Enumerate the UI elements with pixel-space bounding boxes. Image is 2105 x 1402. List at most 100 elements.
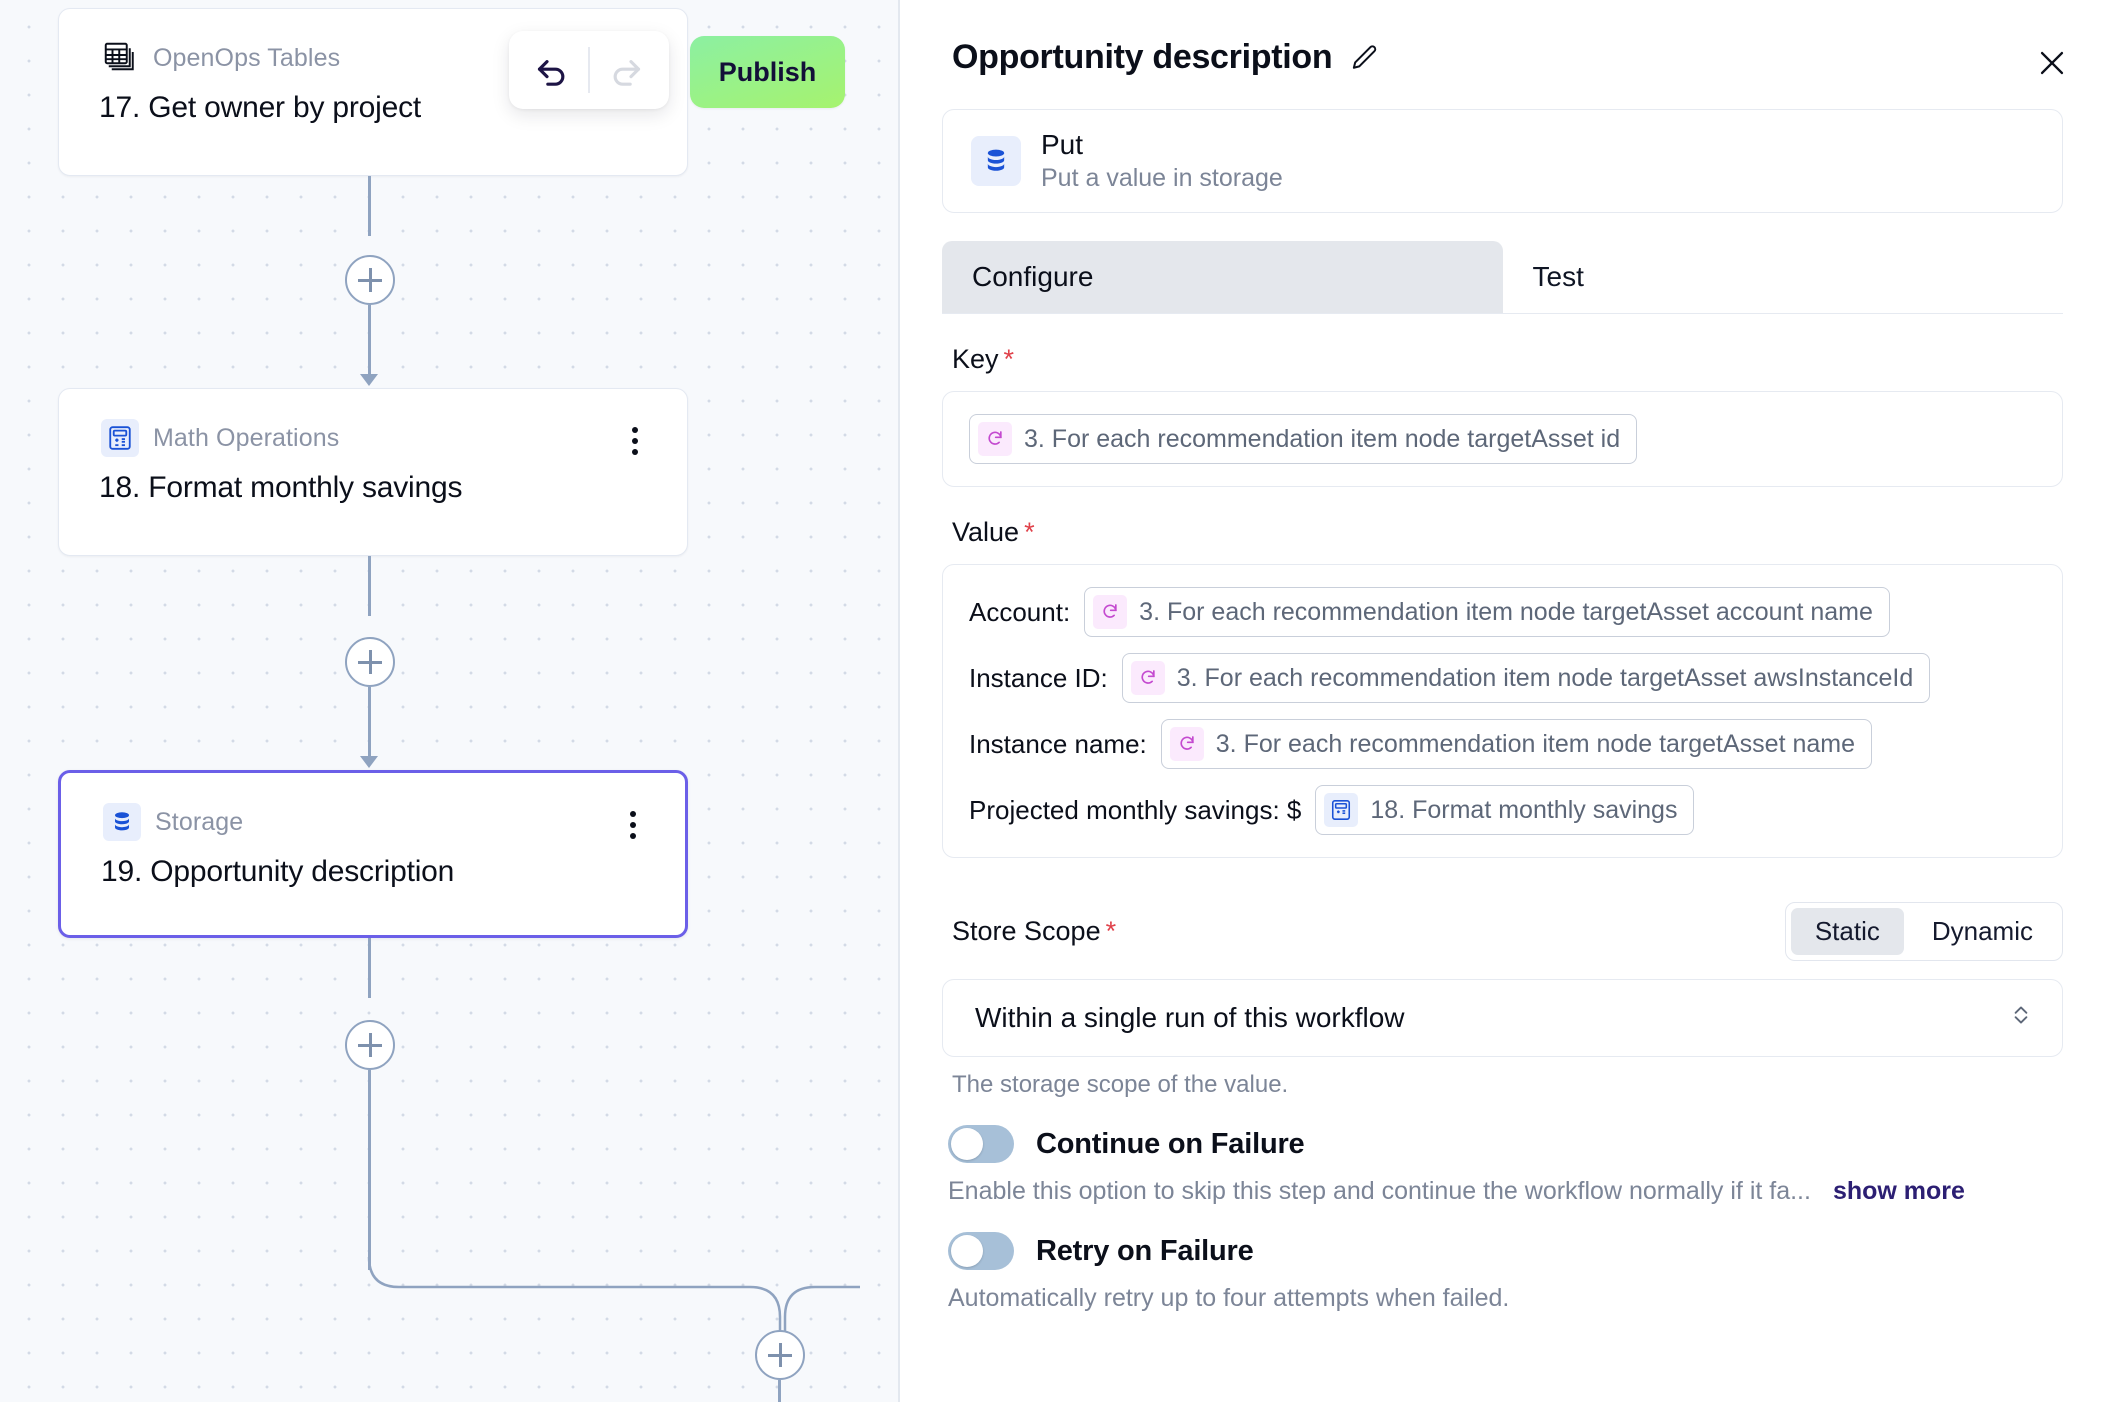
panel-tabs: Configure Test <box>942 241 2063 314</box>
scope-mode-segmented-control: Static Dynamic <box>1784 902 2063 961</box>
flow-node-title: 19. Opportunity description <box>101 855 455 888</box>
store-scope-label: Store Scope* <box>952 916 1116 947</box>
connector-line <box>368 1070 371 1270</box>
connector-line <box>368 176 371 236</box>
pencil-icon[interactable] <box>1348 42 1380 74</box>
toggle-knob <box>951 1128 983 1160</box>
description-text: Automatically retry up to four attempts … <box>948 1284 1510 1312</box>
continue-on-failure-row: Continue on Failure <box>948 1125 2105 1163</box>
continue-on-failure-label: Continue on Failure <box>1036 1127 1305 1160</box>
flow-node-17[interactable]: OpenOps Tables 17. Get owner by project <box>58 8 688 176</box>
redo-arrow-icon[interactable] <box>590 31 662 109</box>
flow-node-header: OpenOps Tables <box>59 9 687 77</box>
store-scope-helper-text: The storage scope of the value. <box>952 1071 1289 1098</box>
value-chip-savings[interactable]: 18. Format monthly savings <box>1315 785 1695 835</box>
required-marker: * <box>1024 517 1035 547</box>
action-summary-card: Put Put a value in storage <box>942 109 2063 213</box>
value-rows: Account: 3. For each recommendation item… <box>969 587 2036 835</box>
panel-divider <box>898 0 900 1402</box>
connector-arrow <box>360 756 378 768</box>
value-field-box[interactable]: Account: 3. For each recommendation item… <box>942 564 2063 858</box>
retry-on-failure-description: Automatically retry up to four attempts … <box>948 1284 2105 1313</box>
action-description: Put a value in storage <box>1041 164 1283 193</box>
loop-icon <box>978 422 1012 456</box>
value-chip-account[interactable]: 3. For each recommendation item node tar… <box>1084 587 1890 637</box>
value-row-label: Instance ID: <box>969 662 1108 693</box>
loop-icon <box>1169 727 1204 761</box>
toggle-knob <box>951 1235 983 1267</box>
tab-test[interactable]: Test <box>1502 241 2063 313</box>
value-chip-text: 3. For each recommendation item node tar… <box>1139 597 1873 626</box>
retry-on-failure-toggle[interactable] <box>948 1232 1014 1270</box>
key-label: Key* <box>952 344 2105 375</box>
key-chip[interactable]: 3. For each recommendation item node tar… <box>969 414 1638 464</box>
chevron-updown-icon <box>2008 1002 2034 1035</box>
flow-node-menu-button[interactable] <box>619 807 647 843</box>
workflow-canvas[interactable]: OpenOps Tables 17. Get owner by project <box>0 0 900 1402</box>
store-scope-selected-value: Within a single run of this workflow <box>975 1002 1405 1033</box>
continue-on-failure-toggle[interactable] <box>948 1125 1014 1163</box>
value-chip-instance-name[interactable]: 3. For each recommendation item node tar… <box>1160 719 1873 769</box>
flow-node-type: OpenOps Tables <box>153 43 341 72</box>
flow-node-header: Storage <box>61 773 685 841</box>
value-row-label: Instance name: <box>969 728 1147 759</box>
value-row-account: Account: 3. For each recommendation item… <box>969 587 2036 637</box>
value-chip-text: 18. Format monthly savings <box>1370 795 1678 824</box>
store-scope-select[interactable]: Within a single run of this workflow <box>942 979 2063 1057</box>
description-text: Enable this option to skip this step and… <box>948 1177 1811 1205</box>
loop-icon <box>1093 595 1128 629</box>
segment-dynamic[interactable]: Dynamic <box>1931 916 2033 946</box>
connector-line <box>368 687 371 759</box>
page-title: Opportunity description <box>952 38 1333 76</box>
value-row-savings: Projected monthly savings: $ <box>969 785 2036 835</box>
value-row-instance-name: Instance name: 3. For each recommendatio… <box>969 719 2036 769</box>
segment-static[interactable]: Static <box>1790 908 1904 955</box>
key-chip-text: 3. For each recommendation item node tar… <box>1024 424 1621 453</box>
database-icon <box>103 803 141 841</box>
value-chip-text: 3. For each recommendation item node tar… <box>1176 663 1914 692</box>
add-step-button-4[interactable] <box>755 1330 805 1380</box>
value-row-label: Projected monthly savings: $ <box>969 794 1302 825</box>
flow-node-19[interactable]: Storage 19. Opportunity description <box>58 770 688 938</box>
value-chip-instance-id[interactable]: 3. For each recommendation item node tar… <box>1121 653 1931 703</box>
value-label-text: Value <box>952 517 1020 547</box>
close-icon[interactable] <box>2029 40 2075 86</box>
connector-merge-path <box>367 1256 860 1331</box>
action-text-group: Put Put a value in storage <box>1041 127 1283 195</box>
add-step-button-2[interactable] <box>345 637 395 687</box>
connector-line <box>368 938 371 998</box>
key-field-box[interactable]: 3. For each recommendation item node tar… <box>942 391 2063 487</box>
value-row-instance-id: Instance ID: 3. For each recommendation … <box>969 653 2036 703</box>
table-stack-icon <box>101 39 139 77</box>
add-step-button-1[interactable] <box>345 255 395 305</box>
value-row-label: Account: <box>969 596 1071 627</box>
required-marker: * <box>1003 344 1015 374</box>
flow-node-menu-button[interactable] <box>621 423 649 459</box>
calculator-icon <box>101 419 139 457</box>
value-chip-text: 3. For each recommendation item node tar… <box>1215 729 1856 758</box>
store-scope-header: Store Scope* Static Dynamic <box>942 902 2063 961</box>
step-settings-panel: Opportunity description Put <box>900 0 2105 1402</box>
continue-on-failure-description: Enable this option to skip this step and… <box>948 1177 2105 1206</box>
loop-icon <box>1130 661 1165 695</box>
undo-arrow-icon[interactable] <box>516 31 588 109</box>
connector-line <box>368 556 371 616</box>
store-scope-label-text: Store Scope <box>952 916 1101 946</box>
flow-node-title: 18. Format monthly savings <box>99 471 463 504</box>
flow-node-type: Storage <box>155 807 244 836</box>
toolbar-divider <box>588 47 590 93</box>
undo-redo-toolbar <box>509 31 669 109</box>
tab-configure[interactable]: Configure <box>942 241 1503 313</box>
show-more-link[interactable]: show more <box>1832 1177 1965 1205</box>
connector-line <box>368 305 371 377</box>
database-icon <box>971 136 1021 186</box>
flow-node-type: Math Operations <box>153 423 340 452</box>
flow-node-18[interactable]: Math Operations 18. Format monthly savin… <box>58 388 688 556</box>
publish-button[interactable]: Publish <box>690 36 845 108</box>
value-label: Value* <box>952 517 2105 548</box>
retry-on-failure-label: Retry on Failure <box>1036 1234 1254 1267</box>
retry-on-failure-row: Retry on Failure <box>948 1232 2105 1270</box>
add-step-button-3[interactable] <box>345 1020 395 1070</box>
calculator-icon <box>1324 793 1359 827</box>
